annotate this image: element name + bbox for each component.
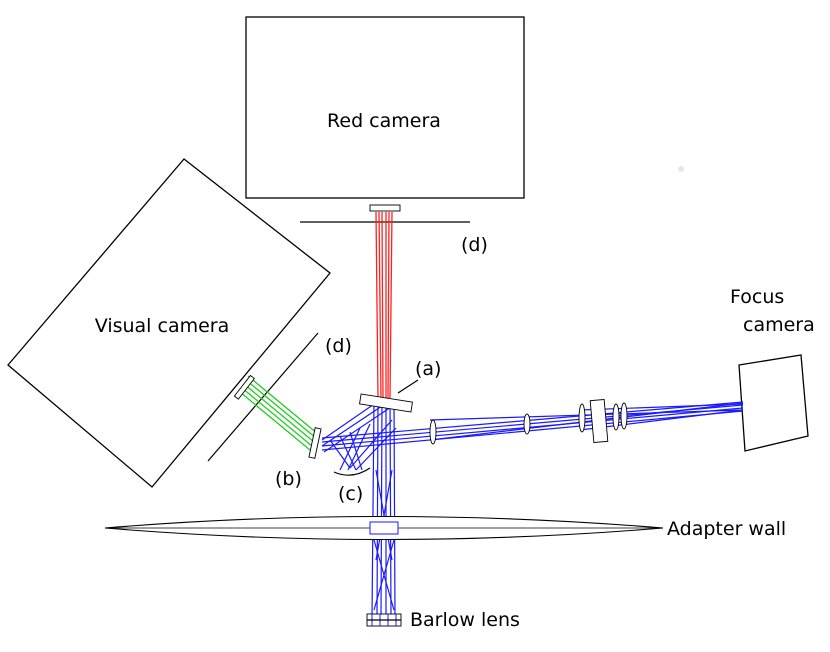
focus-camera-label-line1: Focus xyxy=(730,286,784,308)
adapter-wall-opening xyxy=(369,521,399,535)
label-d-top: (d) xyxy=(461,234,488,256)
red-camera-label: Red camera xyxy=(327,110,441,132)
label-c: (c) xyxy=(338,483,363,505)
focus-lens-3 xyxy=(578,403,586,433)
red-camera-lens xyxy=(369,204,401,212)
focus-lens-4 xyxy=(589,398,609,444)
barlow-lens-label: Barlow lens xyxy=(410,609,520,631)
focus-lens-6 xyxy=(620,402,628,430)
label-a: (a) xyxy=(415,358,441,380)
focus-camera-label-line2: camera xyxy=(743,314,815,336)
image-speck xyxy=(678,166,684,172)
beam-splitter-a xyxy=(359,393,413,413)
mirror-b xyxy=(308,427,322,459)
barlow-lens xyxy=(366,613,402,627)
green-beam xyxy=(239,375,319,451)
focus-lens-5 xyxy=(612,403,620,431)
red-beam xyxy=(375,211,393,399)
pointer-a xyxy=(397,379,419,394)
visual-camera-lens xyxy=(233,374,255,400)
visual-camera-label: Visual camera xyxy=(95,315,230,337)
focus-lens-2 xyxy=(523,413,531,435)
blue-beam-horizontal xyxy=(321,399,744,471)
red-camera-box xyxy=(245,16,525,199)
adapter-wall-label: Adapter wall xyxy=(667,518,786,540)
visual-camera-box xyxy=(7,158,331,488)
mirror-c xyxy=(333,467,371,476)
blue-beam-vertical xyxy=(371,399,396,619)
focus-camera-box xyxy=(738,354,809,452)
label-d-left: (d) xyxy=(325,335,352,357)
filter-line-left xyxy=(207,332,319,462)
focus-lens-1 xyxy=(429,419,437,445)
label-b: (b) xyxy=(275,468,302,490)
